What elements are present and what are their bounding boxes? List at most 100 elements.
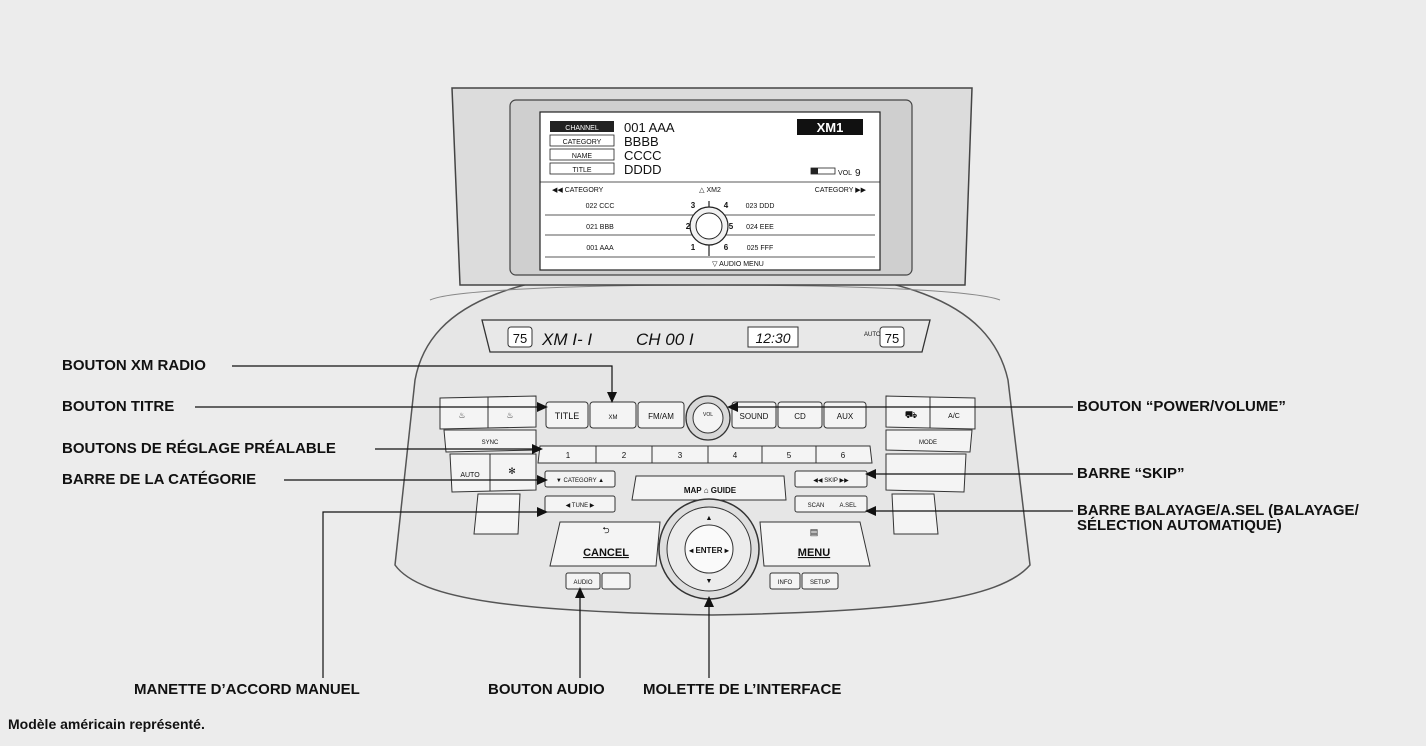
screen-fields: CHANNEL CATEGORY NAME TITLE 001 AAA BBBB…	[549, 120, 675, 177]
cd-button[interactable]	[777, 401, 823, 429]
nav-center-label: △ XM2	[699, 187, 721, 194]
preset-button-1: 1	[566, 451, 571, 460]
setup-button-label: SETUP	[810, 580, 830, 586]
preset-name-6: 025 FFF	[747, 245, 773, 252]
field-value-title: DDDD	[624, 162, 662, 177]
preset-button-3: 3	[678, 451, 683, 460]
preset-num-2: 2	[686, 222, 691, 231]
cancel-arrow-icon: ⮌	[602, 525, 609, 535]
callout-scan-line1: BARRE BALAYAGE/A.SEL (BALAYAGE/	[1077, 502, 1359, 519]
info-button[interactable]	[769, 572, 801, 590]
xm-small-button[interactable]	[601, 572, 631, 590]
menu-label: MENU	[798, 547, 830, 559]
scan-asel-bar[interactable]	[794, 495, 868, 513]
title-button[interactable]	[545, 401, 589, 429]
preset-num-1: 1	[691, 243, 696, 252]
ac-label: A/C	[948, 413, 960, 420]
xm-button-label: XM	[609, 415, 618, 421]
field-value-category: BBBB	[624, 134, 659, 149]
lcd-source: XM I- I	[541, 330, 592, 349]
right-temp-rocker[interactable]	[891, 493, 939, 535]
callout-molette: MOLETTE DE L’INTERFACE	[643, 681, 842, 698]
lcd-channel: CH 00 I	[636, 330, 694, 349]
info-button-label: INFO	[778, 580, 793, 586]
audio-button[interactable]	[565, 572, 601, 590]
recirculation-icon: ⛟	[905, 410, 918, 421]
preset-bar[interactable]	[537, 445, 873, 464]
callout-xm-radio: BOUTON XM RADIO	[62, 357, 206, 374]
preset-num-6: 6	[724, 243, 729, 252]
lcd-auto: AUTO	[864, 332, 881, 338]
nav-left-label: ◀◀ CATEGORY	[552, 187, 604, 194]
lcd-clock: 12:30	[755, 330, 790, 346]
tune-bar-label: ◀ TUNE ▶	[566, 503, 595, 509]
menu-button[interactable]	[759, 521, 871, 567]
left-temp-rocker[interactable]	[473, 493, 521, 535]
preset-name-4: 023 DDD	[746, 203, 775, 210]
skip-bar[interactable]	[794, 470, 868, 488]
aux-button-label: AUX	[837, 412, 854, 421]
preset-name-1: 001 AAA	[586, 245, 614, 252]
field-label-channel: CHANNEL	[565, 125, 599, 132]
menu-icon: ▤	[810, 527, 819, 537]
vol-value: 9	[855, 168, 861, 179]
screen-knob-icon	[689, 201, 729, 256]
callout-categorie: BARRE DE LA CATÉGORIE	[62, 471, 257, 488]
front-defrost-icon: ♨	[506, 411, 513, 420]
left-climate-buttons	[439, 395, 537, 493]
callout-power-volume: BOUTON “POWER/VOLUME”	[1077, 398, 1286, 415]
map-guide-button[interactable]	[631, 475, 787, 501]
enter-label: ◂ ENTER ▸	[688, 546, 730, 555]
aux-button[interactable]	[823, 401, 867, 429]
callout-manette: MANETTE D’ACCORD MANUEL	[134, 681, 360, 698]
preset-num-4: 4	[724, 201, 729, 210]
lcd-temp-left: 75	[513, 331, 527, 346]
scan-label: SCAN	[808, 503, 825, 509]
callout-presets: BOUTONS DE RÉGLAGE PRÉALABLE	[62, 440, 336, 457]
callout-titre: BOUTON TITRE	[62, 398, 175, 415]
preset-name-2: 021 BBB	[586, 224, 614, 231]
rear-defrost-icon: ♨	[458, 411, 465, 420]
cancel-label: CANCEL	[583, 547, 629, 559]
asel-label: A.SEL	[839, 503, 857, 509]
preset-button-6: 6	[841, 451, 846, 460]
fan-icon: ✻	[508, 466, 516, 476]
field-value-channel: 001 AAA	[624, 120, 675, 135]
sound-button-label: SOUND	[740, 412, 769, 421]
vol-label: VOL	[838, 170, 852, 177]
footnote: Modèle américain représenté.	[8, 716, 205, 732]
field-label-name: NAME	[572, 153, 593, 160]
preset-num-3: 3	[691, 201, 696, 210]
field-value-name: CCCC	[624, 148, 662, 163]
callout-skip: BARRE “SKIP”	[1077, 465, 1185, 482]
band-indicator: XM1	[817, 120, 844, 135]
skip-bar-label: ◀◀ SKIP ▶▶	[813, 478, 849, 484]
xm-button[interactable]	[589, 401, 637, 429]
callout-audio: BOUTON AUDIO	[488, 681, 605, 698]
power-volume-knob[interactable]: VOL	[685, 395, 731, 441]
cd-button-label: CD	[794, 412, 806, 421]
callout-scan-line2: SÉLECTION AUTOMATIQUE)	[1077, 517, 1282, 534]
setup-button[interactable]	[801, 572, 839, 590]
lcd-display	[481, 319, 931, 353]
callout-lines	[195, 365, 1073, 678]
sync-label: SYNC	[482, 440, 499, 446]
fm-am-button-label: FM/AM	[648, 412, 674, 421]
lcd-temp-right: 75	[885, 331, 899, 346]
right-climate-buttons	[885, 395, 976, 493]
preset-button-2: 2	[622, 451, 627, 460]
cancel-button[interactable]	[549, 521, 661, 567]
fm-am-button[interactable]	[637, 401, 685, 429]
preset-name-3: 022 CCC	[586, 203, 615, 210]
category-bar-label: ▼ CATEGORY ▲	[556, 478, 604, 484]
left-auto-label: AUTO	[460, 472, 480, 479]
tune-bar[interactable]	[544, 495, 616, 513]
title-button-label: TITLE	[555, 411, 580, 421]
interface-dial[interactable]: ◂ ENTER ▸ ▲ ▼	[658, 498, 760, 600]
mode-label: MODE	[919, 440, 937, 446]
nav-right-label: CATEGORY ▶▶	[815, 187, 867, 194]
audio-button-label: AUDIO	[573, 580, 592, 586]
sound-button[interactable]	[731, 401, 777, 429]
field-label-category: CATEGORY	[563, 139, 602, 146]
